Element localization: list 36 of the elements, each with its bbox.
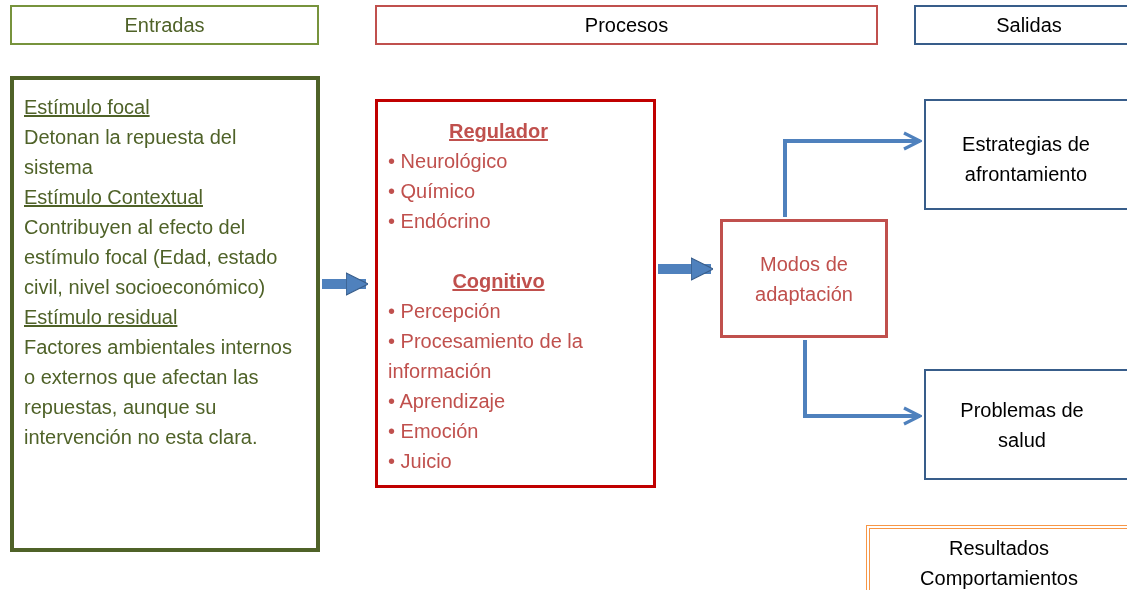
column-header: [10, 5, 319, 45]
description-text: Factores ambientales internos o externos que afectan las repuestas, aunque su intervención no esta clara.: [24, 335, 292, 450]
node-text: Estrategias de afrontamiento: [961, 132, 1091, 187]
arrow: [783, 131, 922, 217]
output-box: [924, 369, 1127, 480]
section-heading: Regulador: [448, 119, 549, 144]
list-item: • Aprendizaje: [388, 389, 507, 414]
node-text: Modos de adaptación: [754, 251, 854, 307]
process-box: [720, 219, 888, 338]
list-item: • Procesamiento de la información: [388, 329, 584, 384]
list-item: • Químico: [388, 179, 477, 204]
list-item: • Juicio: [388, 449, 453, 474]
list-item: • Emoción: [388, 419, 480, 444]
column-header: [914, 5, 1127, 45]
output-header: [866, 525, 1127, 590]
section-heading: Estímulo Contextual: [24, 185, 204, 210]
description-text: Contribuyen al efecto del estímulo focal (Edad, estado civil, nivel socioeconómico): [24, 215, 279, 300]
node-text: Salidas: [996, 13, 1062, 38]
description-text: Detonan la repuesta del sistema: [24, 125, 238, 180]
arrow: [803, 340, 922, 426]
section-heading: Estímulo residual: [24, 305, 179, 330]
node-text: Entradas: [124, 13, 205, 38]
list-item: • Percepción: [388, 299, 502, 324]
section-heading: Cognitivo: [451, 269, 546, 294]
list-item: • Endócrino: [388, 209, 492, 234]
column-header: [375, 5, 878, 45]
process-box: [375, 99, 656, 488]
arrow: [322, 272, 369, 296]
input-box: [10, 76, 320, 552]
node-text: Problemas de salud: [959, 397, 1085, 453]
output-box: [924, 99, 1127, 210]
arrow: [658, 257, 714, 281]
node-text: Procesos: [584, 13, 669, 38]
list-item: • Neurológico: [388, 149, 509, 174]
section-heading: Estímulo focal: [24, 95, 151, 120]
node-text: Resultados Comportamientos: [919, 536, 1079, 590]
